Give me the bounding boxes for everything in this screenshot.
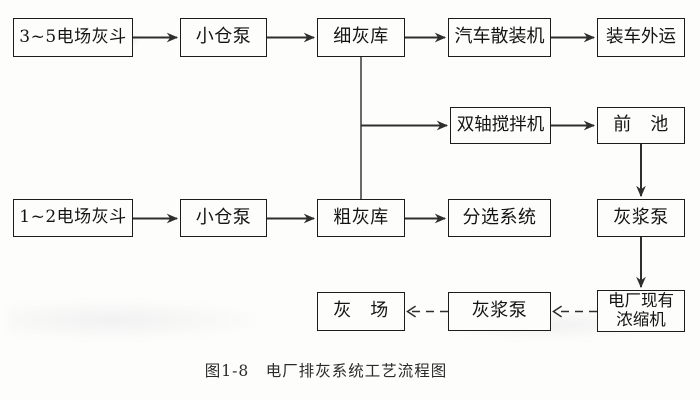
node-ash-yard: 灰 场 (317, 292, 405, 331)
figure-caption: 图1-8 电厂排灰系统工艺流程图 (204, 362, 448, 380)
node-hopper-1-2: 1~2电场灰斗 (13, 199, 133, 237)
node-forebay: 前 池 (597, 107, 685, 144)
node-bin-pump-top: 小仓泵 (180, 18, 267, 57)
node-fine-ash-silo: 细灰库 (317, 18, 405, 57)
node-hopper-3-5: 3~5电场灰斗 (13, 18, 133, 57)
node-coarse-ash-silo: 粗灰库 (317, 199, 405, 237)
node-truck-bulk-loader: 汽车散装机 (448, 18, 551, 57)
node-ash-slurry-pump-bottom: 灰浆泵 (448, 292, 551, 331)
node-twin-shaft-mixer: 双轴搅拌机 (450, 107, 551, 144)
node-truck-transport-out: 装车外运 (597, 18, 685, 57)
node-bin-pump-bottom: 小仓泵 (180, 199, 267, 237)
node-existing-thickener: 电厂现有 浓缩机 (597, 290, 685, 332)
node-sorting-system: 分选系统 (448, 199, 551, 237)
node-ash-slurry-pump-right: 灰浆泵 (597, 199, 685, 237)
